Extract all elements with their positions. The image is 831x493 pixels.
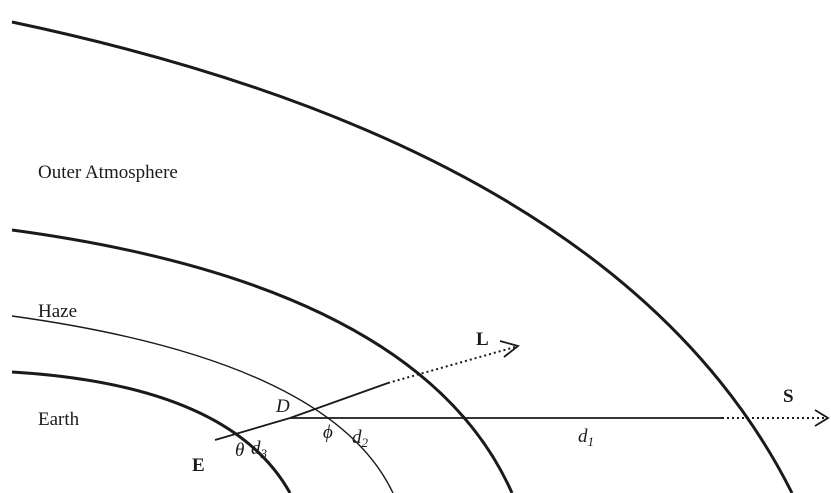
label-d2-sub: 2 (362, 435, 369, 450)
label-d2-main: d (352, 427, 362, 448)
label-angle-phi: ϕ (323, 422, 333, 443)
ray-e-to-d (214, 417, 291, 441)
label-point-e: E (192, 455, 205, 476)
haze-top-boundary (11, 228, 514, 493)
haze-earth-boundary (11, 315, 394, 493)
ray-d-to-haze-top (289, 382, 389, 419)
label-outer-atmosphere: Outer Atmosphere (38, 162, 178, 183)
label-haze: Haze (38, 301, 77, 322)
label-d1-main: d (578, 426, 588, 447)
label-d1-sub: 1 (588, 434, 595, 449)
label-earth: Earth (38, 409, 80, 430)
label-d2: d2 (352, 427, 369, 450)
label-point-l: L (476, 329, 489, 350)
label-point-s: S (783, 386, 794, 407)
label-angle-theta: θ (235, 440, 244, 461)
arrowhead-l (499, 340, 520, 358)
label-d3-sub: 3 (260, 446, 268, 461)
label-point-d: D (275, 396, 290, 417)
label-d3: d3 (251, 438, 268, 461)
label-d1: d1 (578, 426, 594, 449)
label-d3-main: d (251, 438, 261, 459)
ray-to-l-dotted (387, 346, 516, 384)
outer-atmosphere-boundary (11, 20, 794, 493)
arrowhead-s (814, 409, 830, 427)
earth-surface (11, 370, 292, 493)
